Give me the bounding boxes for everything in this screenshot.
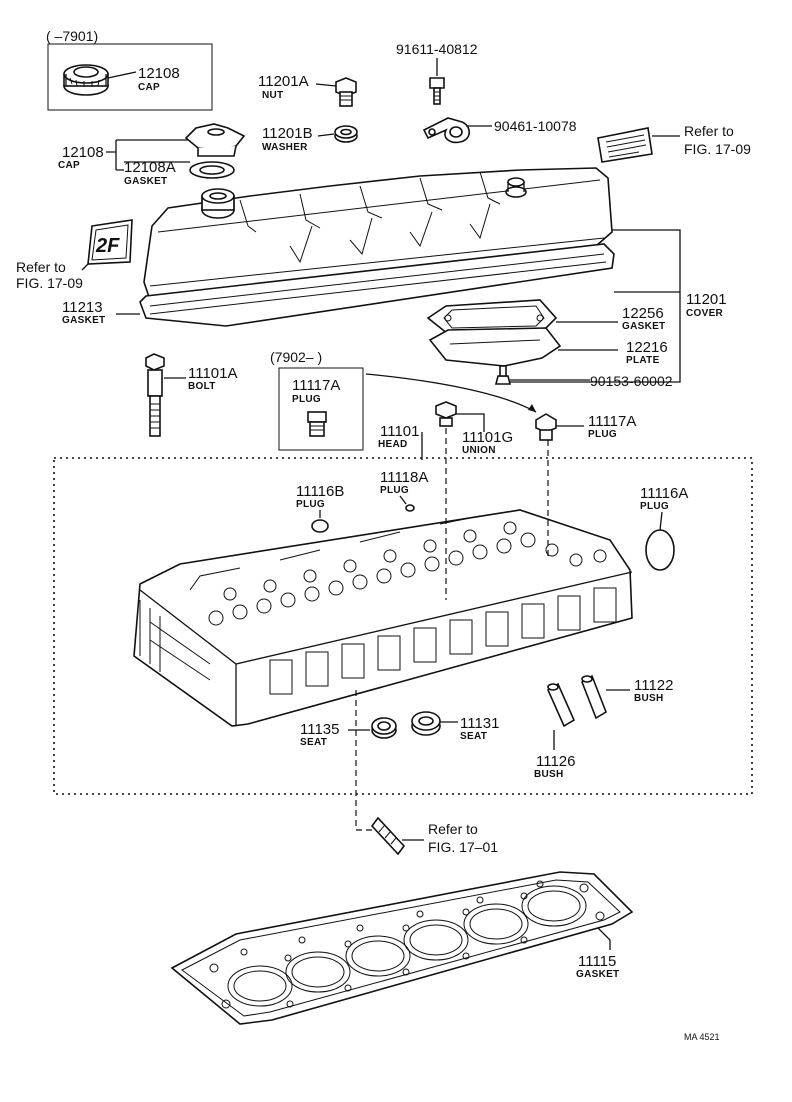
label-11126-sub: BUSH: [534, 769, 564, 780]
breather-plate-icon: [428, 327, 562, 367]
label-11201B-sub: WASHER: [262, 142, 308, 153]
label-11117A: 11117A: [588, 413, 636, 430]
label-91611: 91611-40812: [396, 41, 478, 57]
label-12108-box-sub: CAP: [138, 82, 160, 93]
small-bolt-icon: [429, 77, 445, 105]
small-plug-icon: [405, 504, 415, 512]
label-11116B-sub: PLUG: [296, 499, 325, 510]
label-12108A: 12108A: [124, 159, 176, 176]
plug-disc-icon: [311, 519, 329, 533]
label-12256: 12256: [622, 305, 664, 322]
oil-cap-icon: [63, 64, 109, 96]
label-11101-sub: HEAD: [378, 439, 408, 450]
label-11101A-sub: BOLT: [188, 381, 216, 392]
cover-gasket-icon: [139, 243, 615, 327]
plate-screw-icon: [494, 365, 512, 385]
label-11126: 11126: [536, 753, 576, 770]
label-11101A: 11101A: [188, 365, 238, 382]
label-12108A-sub: GASKET: [124, 176, 167, 187]
label-11213: 11213: [62, 299, 103, 316]
valve-guide-bush-icon: [546, 674, 607, 728]
label-11201: 11201: [686, 291, 727, 308]
range-label-old: ( –7901): [46, 28, 98, 44]
label-11101G-sub: UNION: [462, 445, 496, 456]
label-11135: 11135: [300, 721, 340, 738]
cylinder-head-icon: [133, 509, 633, 727]
label-12108: 12108: [62, 144, 104, 161]
label-11117A-sub: PLUG: [588, 429, 617, 440]
label-11115: 11115: [578, 953, 616, 970]
label-11118A-sub: PLUG: [380, 485, 409, 496]
label-11101G: 11101G: [462, 429, 513, 446]
union-bolt-icon: [435, 401, 457, 427]
label-90153: 90153-60002: [590, 373, 673, 389]
plug-new-icon: [307, 411, 327, 437]
nut-icon: [335, 77, 357, 107]
wire-clamp-icon: [422, 117, 471, 144]
label-12216-sub: PLATE: [626, 355, 660, 366]
head-bolt-icon: [145, 353, 165, 437]
label-11122: 11122: [634, 677, 674, 694]
label-plate-icon: [597, 127, 653, 163]
label-11201B: 11201B: [262, 125, 313, 142]
label-11201-sub: COVER: [686, 308, 724, 319]
2f-emblem-icon: 2F: [87, 219, 133, 265]
label-11116B: 11116B: [296, 483, 344, 500]
washer-icon: [334, 125, 358, 143]
head-gasket-icon: [170, 871, 634, 1025]
figure-code: MA 4521: [684, 1032, 720, 1042]
filler-cap-icon: [184, 123, 246, 157]
stud-bolt-icon: [370, 816, 406, 856]
emblem-text: 2F: [95, 235, 120, 257]
label-11131: 11131: [460, 715, 500, 732]
label-11117A-box-sub: PLUG: [292, 394, 321, 405]
label-11117A-box: 11117A: [292, 377, 340, 394]
range-label-new: (7902– ): [270, 349, 322, 365]
ref-left-line1: Refer to: [16, 259, 66, 275]
cap-inset-box: ( –7901) 12108 CAP: [46, 28, 213, 111]
label-11122-sub: BUSH: [634, 693, 664, 704]
label-12256-sub: GASKET: [622, 321, 665, 332]
label-11201A: 11201A: [258, 73, 309, 90]
label-11131-sub: SEAT: [460, 731, 487, 742]
plug-icon: [535, 413, 557, 441]
label-11135-sub: SEAT: [300, 737, 327, 748]
label-11213-sub: GASKET: [62, 315, 105, 326]
label-11101: 11101: [380, 423, 420, 440]
label-12108-box: 12108: [138, 65, 180, 82]
label-11115-sub: GASKET: [576, 969, 619, 980]
ref-top-line2: FIG. 17-09: [684, 141, 751, 157]
ref-bottom-line2: FIG. 17–01: [428, 839, 498, 855]
ref-bottom-line1: Refer to: [428, 821, 478, 837]
label-12216: 12216: [626, 339, 668, 356]
valve-seat-icon: [371, 711, 441, 739]
ref-top-line1: Refer to: [684, 123, 734, 139]
cap-gasket-icon: [189, 161, 235, 179]
head-group-frame: [53, 457, 753, 795]
label-90461: 90461-10078: [494, 118, 577, 134]
ref-left-line2: FIG. 17-09: [16, 275, 83, 291]
label-12108-sub: CAP: [58, 160, 80, 171]
label-11116A-sub: PLUG: [640, 501, 669, 512]
label-11201A-sub: NUT: [262, 90, 283, 101]
core-plug-icon: [645, 529, 675, 571]
label-11116A: 11116A: [640, 485, 688, 502]
plug-inset-box: [278, 367, 364, 451]
label-11118A: 11118A: [380, 469, 428, 486]
